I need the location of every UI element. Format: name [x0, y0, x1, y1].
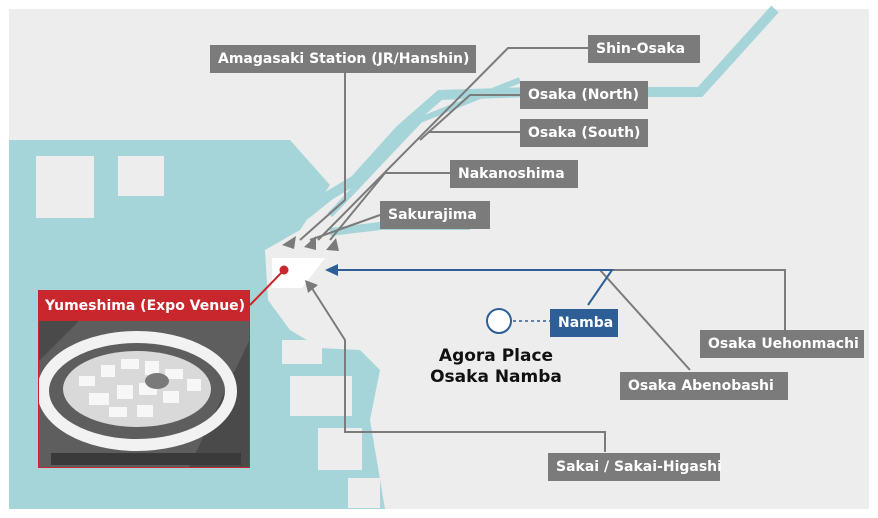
- route-osaka-north: [419, 94, 520, 141]
- land-block: [318, 428, 362, 470]
- land-block: [348, 478, 380, 508]
- station-label-osaka-north: Osaka (North): [520, 81, 648, 109]
- station-label-osaka-uehonmachi: Osaka Uehonmachi: [700, 330, 864, 358]
- station-label-shin-osaka: Shin-Osaka: [588, 35, 700, 63]
- hotel-name-line1: Agora Place: [438, 346, 554, 366]
- station-label-nakanoshima: Nakanoshima: [450, 160, 578, 188]
- route-arrowheads: [282, 236, 339, 293]
- land-block: [290, 376, 352, 416]
- station-label-osaka-abenobashi: Osaka Abenobashi: [620, 372, 788, 400]
- venue-aerial-image: [39, 321, 249, 467]
- station-label-sakai: Sakai / Sakai-Higashi: [548, 453, 722, 481]
- route-abenobashi: [599, 269, 691, 371]
- hotel-marker: [486, 308, 512, 334]
- route-lines: [299, 47, 786, 452]
- venue-title: Yumeshima (Expo Venue): [39, 291, 249, 321]
- station-label-namba: Namba: [550, 309, 618, 337]
- route-namba: [335, 269, 614, 306]
- venue-pointer-line: [249, 269, 285, 306]
- route-sakurajima: [309, 214, 381, 241]
- river-upper: [301, 5, 779, 219]
- hotel-name: Agora Place Osaka Namba: [420, 346, 572, 388]
- route-uehonmachi: [610, 269, 786, 330]
- hotel-name-line2: Osaka Namba: [430, 367, 562, 387]
- station-label-amagasaki: Amagasaki Station (JR/Hanshin): [210, 45, 476, 73]
- venue-inset: Yumeshima (Expo Venue): [38, 290, 250, 468]
- land-block: [118, 156, 164, 196]
- namba-arrowhead: [325, 264, 338, 276]
- river-branch: [327, 77, 522, 218]
- island-marker: [272, 258, 325, 288]
- station-label-osaka-south: Osaka (South): [520, 119, 648, 147]
- route-nakanoshima: [329, 172, 450, 241]
- station-label-sakurajima: Sakurajima: [380, 201, 490, 229]
- venue-pointer-dot: [279, 265, 289, 275]
- route-amagasaki: [299, 72, 346, 241]
- land-block: [282, 340, 322, 364]
- route-sakai: [307, 281, 606, 452]
- land-block: [36, 156, 94, 218]
